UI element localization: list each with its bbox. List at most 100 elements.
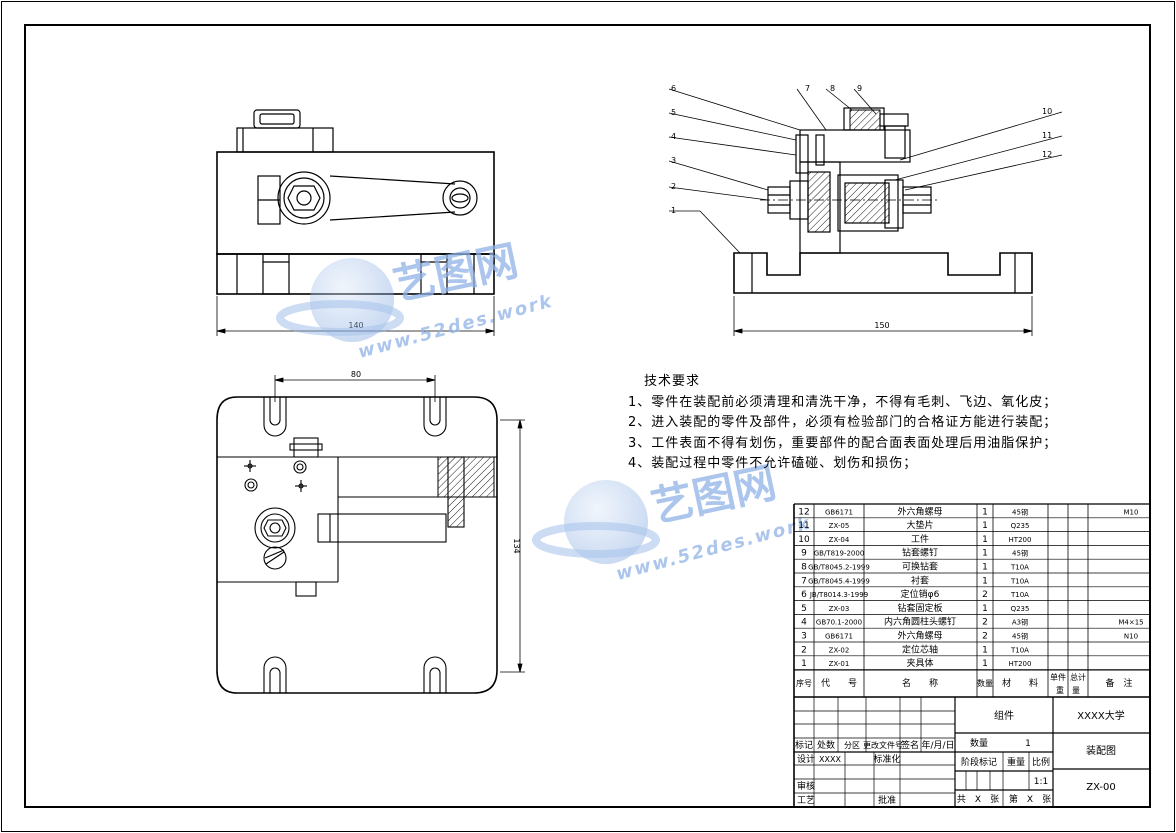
dim-side-width: 150 — [874, 321, 889, 330]
part-label-1: 1 — [671, 206, 676, 215]
part-label-3: 3 — [671, 156, 676, 165]
bom-cell-no: 6 — [801, 590, 807, 600]
top-view — [216, 396, 498, 694]
tb-scale-label: 比例 — [1032, 756, 1050, 768]
bom-cell-code: ZX-05 — [829, 522, 850, 530]
bom-cell-qty: 1 — [982, 535, 988, 545]
side-dimension — [733, 296, 1033, 336]
bom-cell-qty: 1 — [982, 507, 988, 517]
part-label-2: 2 — [671, 182, 676, 191]
dim-top-spacing: 80 — [351, 370, 361, 379]
bom-cell-no: 4 — [801, 618, 807, 628]
tb-sheets: 共 X 张 — [957, 794, 999, 805]
bom-cell-material: Q235 — [1011, 522, 1030, 530]
bom-cell-qty: 2 — [982, 590, 988, 600]
bom-cell-qty: 1 — [982, 645, 988, 655]
bom-header-no: 序号 — [796, 678, 812, 688]
tb-qty-label: 数量 — [970, 737, 988, 749]
bom-cell-name: 钻套固定板 — [897, 602, 942, 614]
bom-cell-no: 9 — [801, 549, 807, 559]
watermark-2: 艺图网 www.52des.work — [532, 458, 814, 585]
tb-place: 处数 — [817, 739, 835, 751]
bom-cell-code: GB/T8045.4-1999 — [808, 577, 870, 585]
title-block — [794, 697, 1150, 807]
tb-sign: 签名 — [901, 739, 919, 751]
bom-cell-name: 外六角螺母 — [897, 630, 942, 642]
tech-item: 4、装配过程中零件不允许磕碰、划伤和损伤； — [628, 456, 918, 472]
bom-header-weight: 重 量 — [1056, 685, 1080, 695]
bom-cell-code: JB/T8014.3-1999 — [809, 591, 868, 599]
bom-cell-qty: 1 — [982, 549, 988, 559]
bom-cell-material: HT200 — [1009, 660, 1032, 668]
bom-cell-no: 1 — [801, 659, 807, 669]
bom-header-note: 备 注 — [1105, 677, 1132, 689]
bom-cell-qty: 2 — [982, 632, 988, 642]
tb-designer: XXXX — [819, 755, 841, 764]
bom-cell-qty: 1 — [982, 659, 988, 669]
tb-weight-label: 重量 — [1007, 756, 1025, 768]
bom-cell-name: 定位销φ6 — [901, 588, 940, 600]
tb-approve: 批准 — [878, 794, 896, 806]
tb-process: 工艺 — [797, 795, 815, 806]
tb-sheet-no: 第 X 张 — [1009, 793, 1051, 805]
tb-stage-label: 阶段标记 — [961, 756, 997, 768]
bom-cell-no: 2 — [801, 645, 807, 655]
bom-cell-code: GB6171 — [825, 633, 853, 641]
inner-border — [24, 24, 1151, 808]
tb-scale-value: 1:1 — [1034, 777, 1048, 787]
bom-cell-code: GB/T819-2000 — [814, 550, 865, 558]
side-leaders — [668, 88, 1063, 254]
side-hatch-block — [849, 109, 881, 131]
top-view-details — [217, 397, 497, 693]
bom-cell-name: 夹具体 — [906, 657, 933, 669]
bom-cell-material: 45钢 — [1012, 549, 1028, 558]
bom-cell-code: ZX-01 — [829, 660, 850, 668]
tb-change-doc: 更改文件号 — [863, 740, 903, 750]
bom-cell-name: 内六角圆柱头螺钉 — [884, 616, 956, 628]
bom-cell-code: ZX-03 — [829, 605, 850, 613]
bom-cell-qty: 1 — [982, 604, 988, 614]
bom-cell-no: 10 — [798, 535, 810, 545]
bom-cell-name: 大垫片 — [906, 519, 933, 531]
part-label-8: 8 — [830, 84, 835, 93]
bom-cell-no: 8 — [801, 563, 807, 573]
bom-cell-no: 11 — [798, 521, 809, 531]
bom-cell-note: M10 — [1124, 508, 1139, 516]
part-label-12: 12 — [1042, 150, 1052, 159]
tech-item: 3、工件表面不得有划伤，重要部件的配合面表面处理后用油脂保护； — [628, 435, 1058, 451]
top-dimensions — [274, 375, 525, 673]
watermark-globe-icon — [310, 258, 394, 342]
bom-cell-material: T10A — [1010, 591, 1029, 599]
bom-cell-qty: 2 — [982, 618, 988, 628]
bom-cell-no: 5 — [801, 604, 807, 614]
bom-header-material: 材 料 — [1002, 677, 1038, 689]
watermark-globe-icon-2 — [564, 480, 648, 564]
tech-item: 2、进入装配的零件及部件，必须有检验部门的合格证方能进行装配； — [628, 415, 1058, 431]
bom-cell-note: N10 — [1124, 633, 1138, 641]
tb-mark: 标记 — [795, 739, 813, 751]
part-label-7: 7 — [805, 84, 810, 93]
bom-cell-material: T10A — [1010, 564, 1029, 572]
bom-cell-name: 工件 — [911, 533, 929, 545]
top-hatch-section-2 — [447, 496, 465, 528]
title-block-text: 标记 处数 分区 更改文件号 签名 年/月/日 设计 XXXX 标准化 审核 工… — [795, 709, 1125, 806]
part-label-10: 10 — [1042, 107, 1052, 116]
bom-cell-code: ZX-04 — [829, 536, 850, 544]
bom-cell-no: 12 — [798, 507, 809, 517]
bom-cell-name: 衬套 — [911, 574, 929, 586]
bom-header-code: 代 号 — [821, 678, 857, 689]
bom-cell-name: 可换钻套 — [902, 561, 938, 573]
bom-cell-material: A3钢 — [1012, 618, 1028, 627]
bom-cell-name: 定位芯轴 — [902, 643, 938, 655]
part-label-9: 9 — [857, 84, 862, 93]
tb-qty-value: 1 — [1025, 739, 1031, 749]
bom-cell-material: Q235 — [1011, 605, 1030, 613]
tb-design: 设计 — [797, 753, 815, 765]
bom-cell-name: 钻套螺钉 — [902, 547, 938, 559]
part-label-5: 5 — [671, 108, 676, 117]
tech-item: 1、零件在装配前必须清理和清洗干净，不得有毛刺、飞边、氧化皮； — [628, 394, 1058, 410]
bom-cell-code: GB70.1-2000 — [816, 619, 862, 627]
